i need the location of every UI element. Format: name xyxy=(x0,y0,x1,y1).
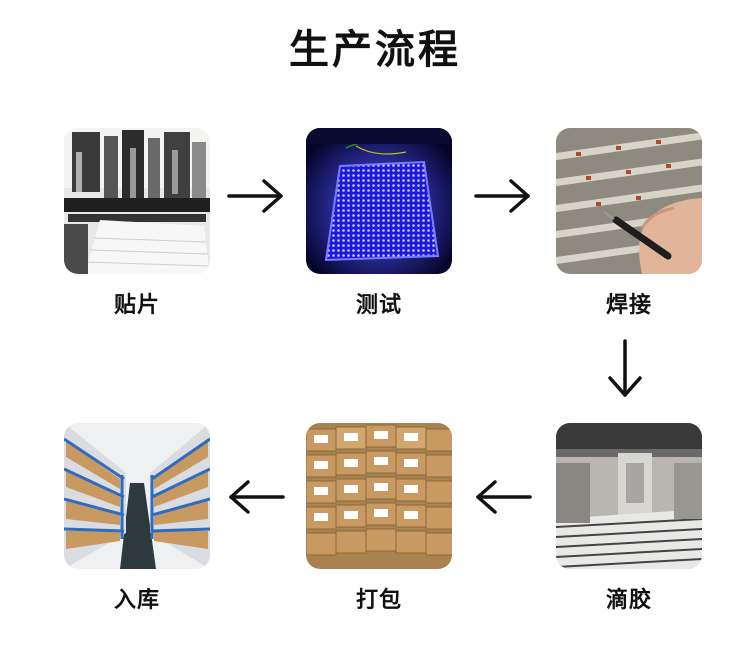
page-title: 生产流程 xyxy=(0,24,750,76)
soldering-photo xyxy=(556,128,702,274)
step-label: 贴片 xyxy=(64,292,210,320)
arrow-left-icon xyxy=(226,479,286,515)
step-glue: 滴胶 xyxy=(556,423,702,615)
step-warehouse: 入库 xyxy=(64,423,210,615)
step-label: 测试 xyxy=(306,292,452,320)
step-label: 滴胶 xyxy=(556,587,702,615)
step-label: 焊接 xyxy=(556,292,702,320)
arrow-right-icon xyxy=(226,178,286,214)
step-test: 测试 xyxy=(306,128,452,320)
step-label: 打包 xyxy=(306,587,452,615)
step-label: 入库 xyxy=(64,587,210,615)
step-solder: 焊接 xyxy=(556,128,702,320)
warehouse-photo xyxy=(64,423,210,569)
step-smt: 贴片 xyxy=(64,128,210,320)
smt-machine-photo xyxy=(64,128,210,274)
glue-dispensing-photo xyxy=(556,423,702,569)
packing-photo xyxy=(306,423,452,569)
arrow-down-icon xyxy=(607,338,643,400)
led-test-photo xyxy=(306,128,452,274)
arrow-left-icon xyxy=(473,479,533,515)
step-pack: 打包 xyxy=(306,423,452,615)
arrow-right-icon xyxy=(473,178,533,214)
